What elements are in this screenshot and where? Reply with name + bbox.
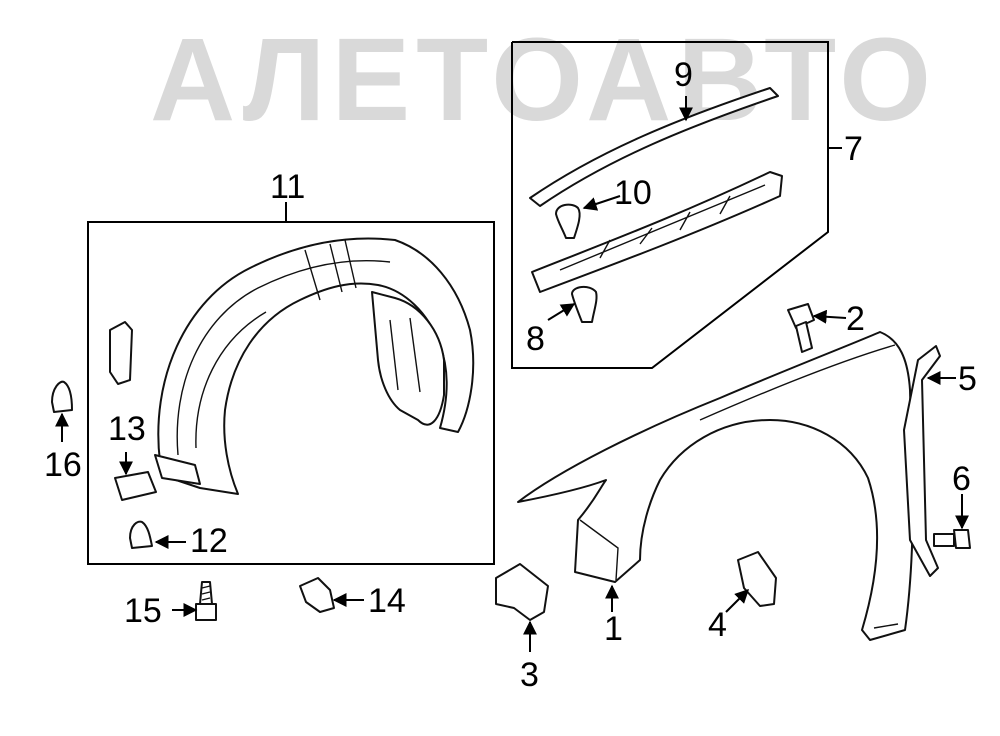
bracket-5 (903, 345, 941, 577)
molding-7 (531, 171, 783, 293)
callout-1: 1 (604, 610, 623, 648)
group-box-11 (87, 221, 495, 565)
callout-11: 11 (270, 168, 305, 206)
callout-4: 4 (708, 606, 727, 644)
leader-8 (547, 303, 576, 321)
clip-13 (114, 471, 157, 501)
leader-10 (582, 195, 621, 211)
callout-2: 2 (846, 300, 865, 338)
front-fender (517, 331, 914, 641)
clip-16 (51, 380, 73, 413)
liner-bracket (109, 321, 133, 385)
fender-liner (154, 237, 475, 495)
callout-16: 16 (44, 446, 82, 484)
bolt-6 (933, 529, 971, 549)
callout-9: 9 (674, 56, 693, 94)
leader-2 (812, 309, 847, 324)
callout-15: 15 (124, 592, 162, 630)
bracket-3 (495, 563, 549, 621)
callout-6: 6 (952, 460, 971, 498)
bolt-2 (787, 303, 815, 353)
bracket-4 (737, 551, 777, 607)
callout-3: 3 (520, 656, 539, 694)
callout-13: 13 (108, 410, 146, 448)
screw-15 (195, 581, 217, 621)
clip-8 (571, 286, 598, 323)
watermark-logo: АЛЕТОАВТО (150, 14, 937, 146)
callout-7: 7 (844, 130, 863, 168)
seal-9 (529, 87, 779, 207)
callout-14: 14 (368, 582, 406, 620)
callout-8: 8 (526, 320, 545, 358)
clip-10 (555, 203, 581, 239)
callout-10: 10 (614, 174, 652, 212)
group-box-7 (511, 41, 829, 369)
clip-12 (129, 520, 153, 549)
callout-5: 5 (958, 360, 977, 398)
callout-12: 12 (190, 522, 228, 560)
clip-14 (299, 577, 335, 613)
leader-4 (725, 589, 749, 613)
